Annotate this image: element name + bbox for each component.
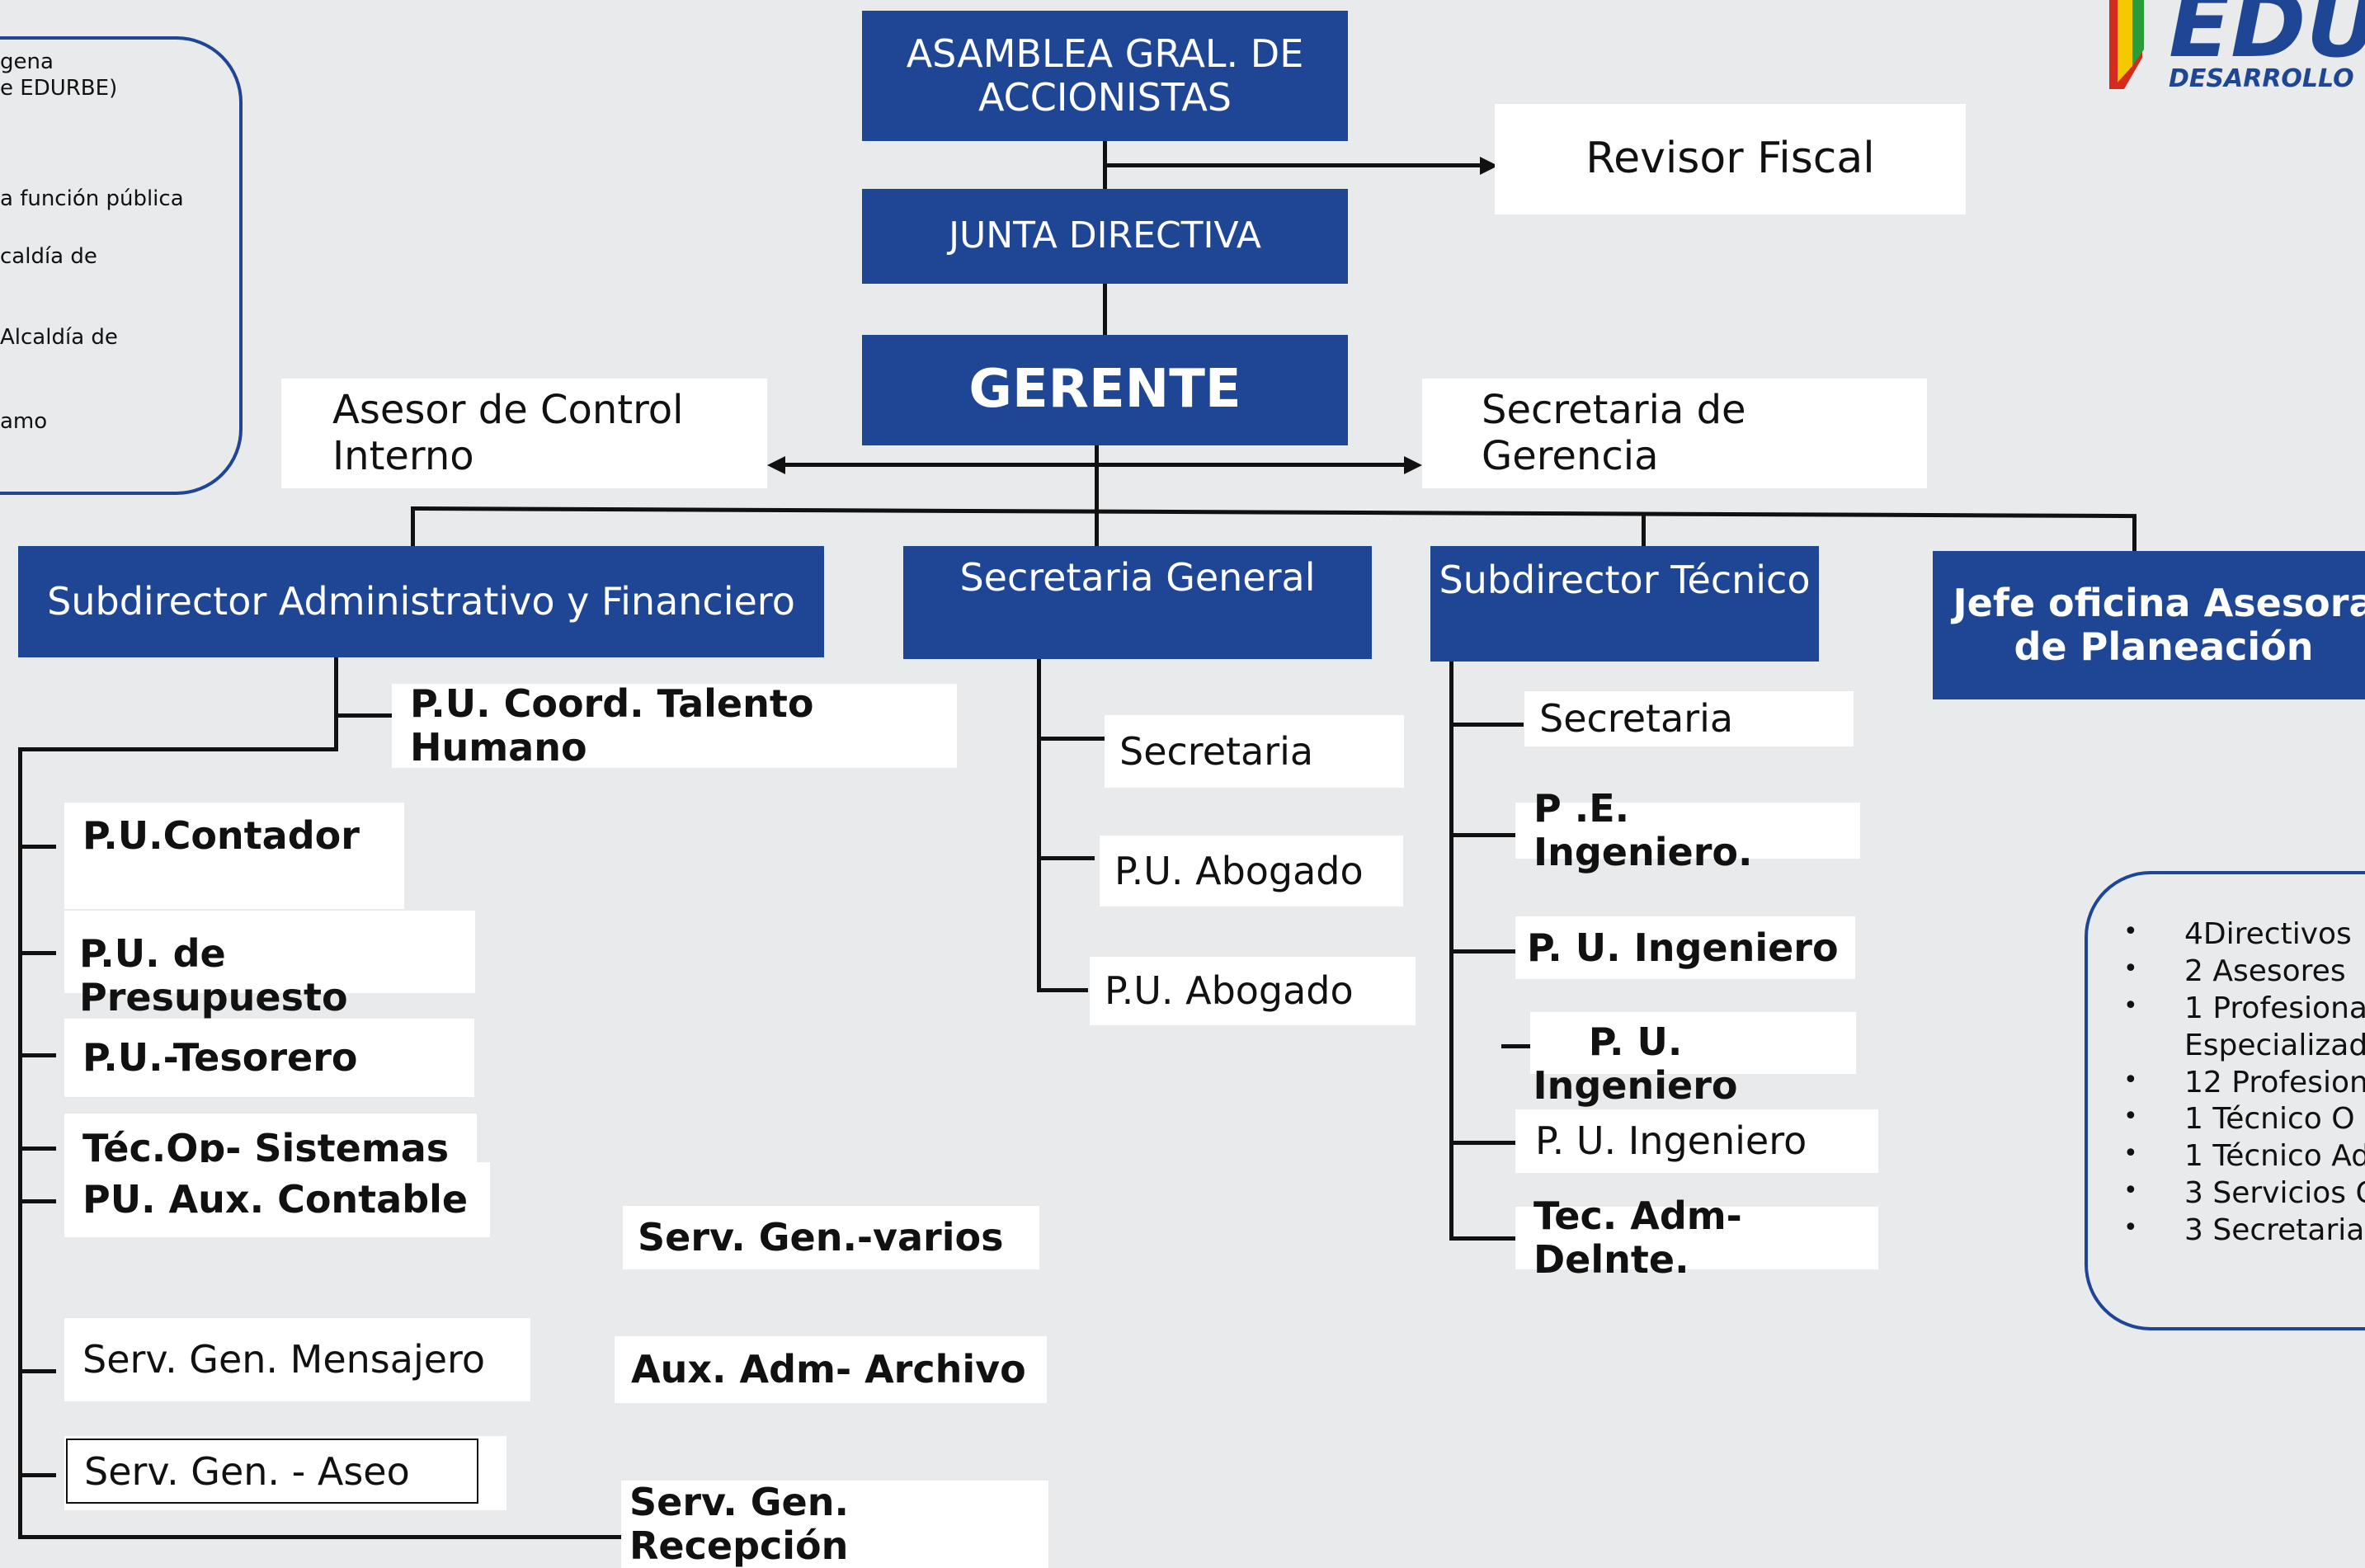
box-tesorero: P.U.-Tesorero	[64, 1019, 474, 1097]
edurbe-logo: EDU DESARROLLO	[2093, 0, 2365, 95]
secretaria-gerencia-box: Secretaria de Gerencia	[1422, 379, 1927, 488]
connector	[1103, 284, 1107, 335]
connector	[1037, 659, 1041, 992]
connector	[18, 747, 338, 751]
connector	[334, 657, 338, 751]
box-serv-varios: Serv. Gen.-varios	[623, 1206, 1039, 1269]
box-tec-pu-ingeniero-1: P. U. Ingeniero	[1515, 916, 1855, 979]
connector	[334, 713, 392, 718]
arrow-right-icon	[1404, 456, 1422, 474]
gerente-box: GERENTE	[862, 335, 1348, 445]
legend-line: e EDURBE)	[0, 76, 118, 101]
connector	[18, 1473, 56, 1477]
box-mensajero: Serv. Gen. Mensajero	[64, 1318, 530, 1401]
connector	[18, 1053, 56, 1057]
box-tec-secretaria: Secretaria	[1524, 691, 1854, 746]
connector	[1449, 949, 1515, 954]
stats-box	[2085, 871, 2365, 1330]
junta-directiva-box: JUNTA DIRECTIVA	[862, 189, 1348, 284]
box-sg-abogado-2: P.U. Abogado	[1090, 957, 1416, 1025]
box-talento-humano: P.U. Coord. Talento Humano	[392, 682, 957, 769]
box-tec-pu-ingeniero-2: P. U. Ingeniero	[1530, 1012, 1856, 1107]
box-contador: P.U.Contador	[64, 803, 404, 909]
connector	[18, 951, 56, 955]
arrow-left-icon	[767, 456, 785, 474]
dept-subdirector-tecnico: Subdirector Técnico	[1430, 546, 1819, 662]
legend-box-left	[0, 36, 243, 495]
connector	[18, 845, 56, 849]
connector	[18, 1199, 56, 1203]
svg-text:DESARROLLO: DESARROLLO	[2169, 64, 2354, 93]
connector	[1037, 988, 1088, 992]
connector	[1037, 737, 1105, 741]
connector	[2132, 515, 2137, 551]
box-tec-pe-ingeniero: P .E. Ingeniero.	[1515, 787, 1860, 873]
box-tec-pu-ingeniero-3: P. U. Ingeniero	[1515, 1109, 1878, 1173]
connector	[1449, 723, 1524, 727]
box-sg-secretaria: Secretaria	[1105, 715, 1404, 788]
arrow-right-icon	[1480, 157, 1498, 175]
connector	[18, 747, 22, 1539]
logo-flag-icon: EDU DESARROLLO	[2109, 0, 2365, 93]
box-sg-abogado-1: P.U. Abogado	[1100, 836, 1403, 906]
legend-line: gena	[0, 49, 54, 74]
asamblea-box: ASAMBLEA GRAL. DE ACCIONISTAS	[862, 11, 1348, 141]
connector	[1095, 445, 1099, 549]
box-presupuesto: P.U. de Presupuesto	[64, 911, 475, 1019]
connector	[1449, 833, 1515, 837]
connector	[18, 1147, 56, 1151]
box-aux-contable: PU. Aux. Contable	[64, 1162, 490, 1237]
box-aseo-inner: Serv. Gen. - Aseo	[66, 1439, 478, 1504]
box-serv-recepcion: Serv. Gen. Recepción	[621, 1481, 1048, 1568]
legend-line: amo	[0, 409, 48, 434]
svg-text:EDU: EDU	[2169, 0, 2365, 78]
connector	[411, 506, 415, 549]
connector	[1449, 1141, 1515, 1145]
connector	[18, 1535, 621, 1539]
box-aux-archivo: Aux. Adm- Archivo	[615, 1336, 1047, 1403]
legend-line: a función pública	[0, 186, 184, 211]
connector	[1103, 163, 1482, 167]
connector	[410, 506, 2137, 519]
dept-admin-fin: Subdirector Administrativo y Financiero	[18, 546, 824, 657]
legend-line: Alcaldía de	[0, 325, 118, 350]
asesor-control-box: Asesor de Control Interno	[281, 379, 767, 488]
dept-jefe-planeacion: Jefe oficina Asesora de Planeación	[1933, 551, 2365, 699]
revisor-fiscal-box: Revisor Fiscal	[1495, 104, 1966, 214]
connector	[1037, 856, 1095, 860]
dept-secretaria-general: Secretaria General	[903, 546, 1372, 659]
legend-line: caldía de	[0, 244, 97, 269]
box-tec-adm: Tec. Adm-Delnte.	[1515, 1194, 1878, 1281]
connector	[1449, 1236, 1515, 1241]
connector	[1642, 512, 1646, 549]
connector	[18, 1369, 56, 1373]
